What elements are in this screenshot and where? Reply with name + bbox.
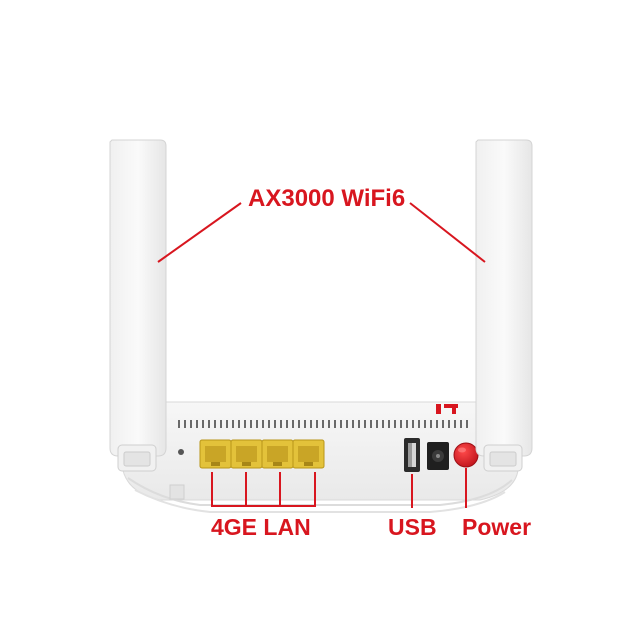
vent-slit [196, 420, 198, 428]
vent-slit [268, 420, 270, 428]
vent-slit [466, 420, 468, 428]
vent-slit [376, 420, 378, 428]
vent-slit [448, 420, 450, 428]
vent-slit [460, 420, 462, 428]
vent-slit [334, 420, 336, 428]
vent-slit [202, 420, 204, 428]
vent-slit [400, 420, 402, 428]
vent-slit [322, 420, 324, 428]
vent-slit [430, 420, 432, 428]
rj45-port-icon [199, 439, 232, 469]
vent-slit [382, 420, 384, 428]
vent-slit [340, 420, 342, 428]
vent-slit [280, 420, 282, 428]
vent-slit [352, 420, 354, 428]
vent-slit [412, 420, 414, 428]
vent-slit [298, 420, 300, 428]
vent-slit [370, 420, 372, 428]
left-antenna [109, 139, 167, 472]
vent-slit [190, 420, 192, 428]
vent-slit [292, 420, 294, 428]
lan-bracket [211, 472, 316, 507]
vent-slit [346, 420, 348, 428]
rj45-port-icon [261, 439, 294, 469]
vent-slit [424, 420, 426, 428]
annotation-lines [157, 202, 486, 508]
brand-mark [436, 404, 458, 414]
usb-port-icon [404, 438, 420, 472]
vent-slit [250, 420, 252, 428]
vent-slit [214, 420, 216, 428]
vent-slit [226, 420, 228, 428]
rj45-port-icon [292, 439, 325, 469]
vent-slit [358, 420, 360, 428]
vent-slit [304, 420, 306, 428]
vent-slit [418, 420, 420, 428]
vent-slit [220, 420, 222, 428]
vent-slits [178, 420, 468, 428]
vent-slit [178, 420, 180, 428]
vent-slit [274, 420, 276, 428]
vent-slit [454, 420, 456, 428]
vent-slit [388, 420, 390, 428]
wifi-leader-left [157, 202, 242, 263]
reset-hole-icon [178, 449, 184, 455]
vent-slit [286, 420, 288, 428]
power-button-icon [453, 442, 479, 468]
vent-slit [208, 420, 210, 428]
vent-slit [310, 420, 312, 428]
power-label: Power [462, 514, 532, 540]
vent-slit [442, 420, 444, 428]
vent-slit [262, 420, 264, 428]
vent-slit [232, 420, 234, 428]
vent-slit [364, 420, 366, 428]
wifi-leader-right [409, 202, 486, 263]
rj45-port-icon [230, 439, 263, 469]
dc-jack-icon [427, 442, 449, 470]
lan-label: 4GE LAN [211, 514, 311, 540]
vent-slit [436, 420, 438, 428]
lan-ports [199, 439, 325, 469]
vent-slit [406, 420, 408, 428]
vent-slit [316, 420, 318, 428]
vent-slit [244, 420, 246, 428]
vent-slit [328, 420, 330, 428]
usb-label: USB [388, 514, 437, 540]
vent-slit [256, 420, 258, 428]
wifi-label: AX3000 WiFi6 [248, 185, 406, 212]
vent-slit [184, 420, 186, 428]
right-antenna [475, 139, 533, 472]
vent-slit [394, 420, 396, 428]
vent-slit [238, 420, 240, 428]
